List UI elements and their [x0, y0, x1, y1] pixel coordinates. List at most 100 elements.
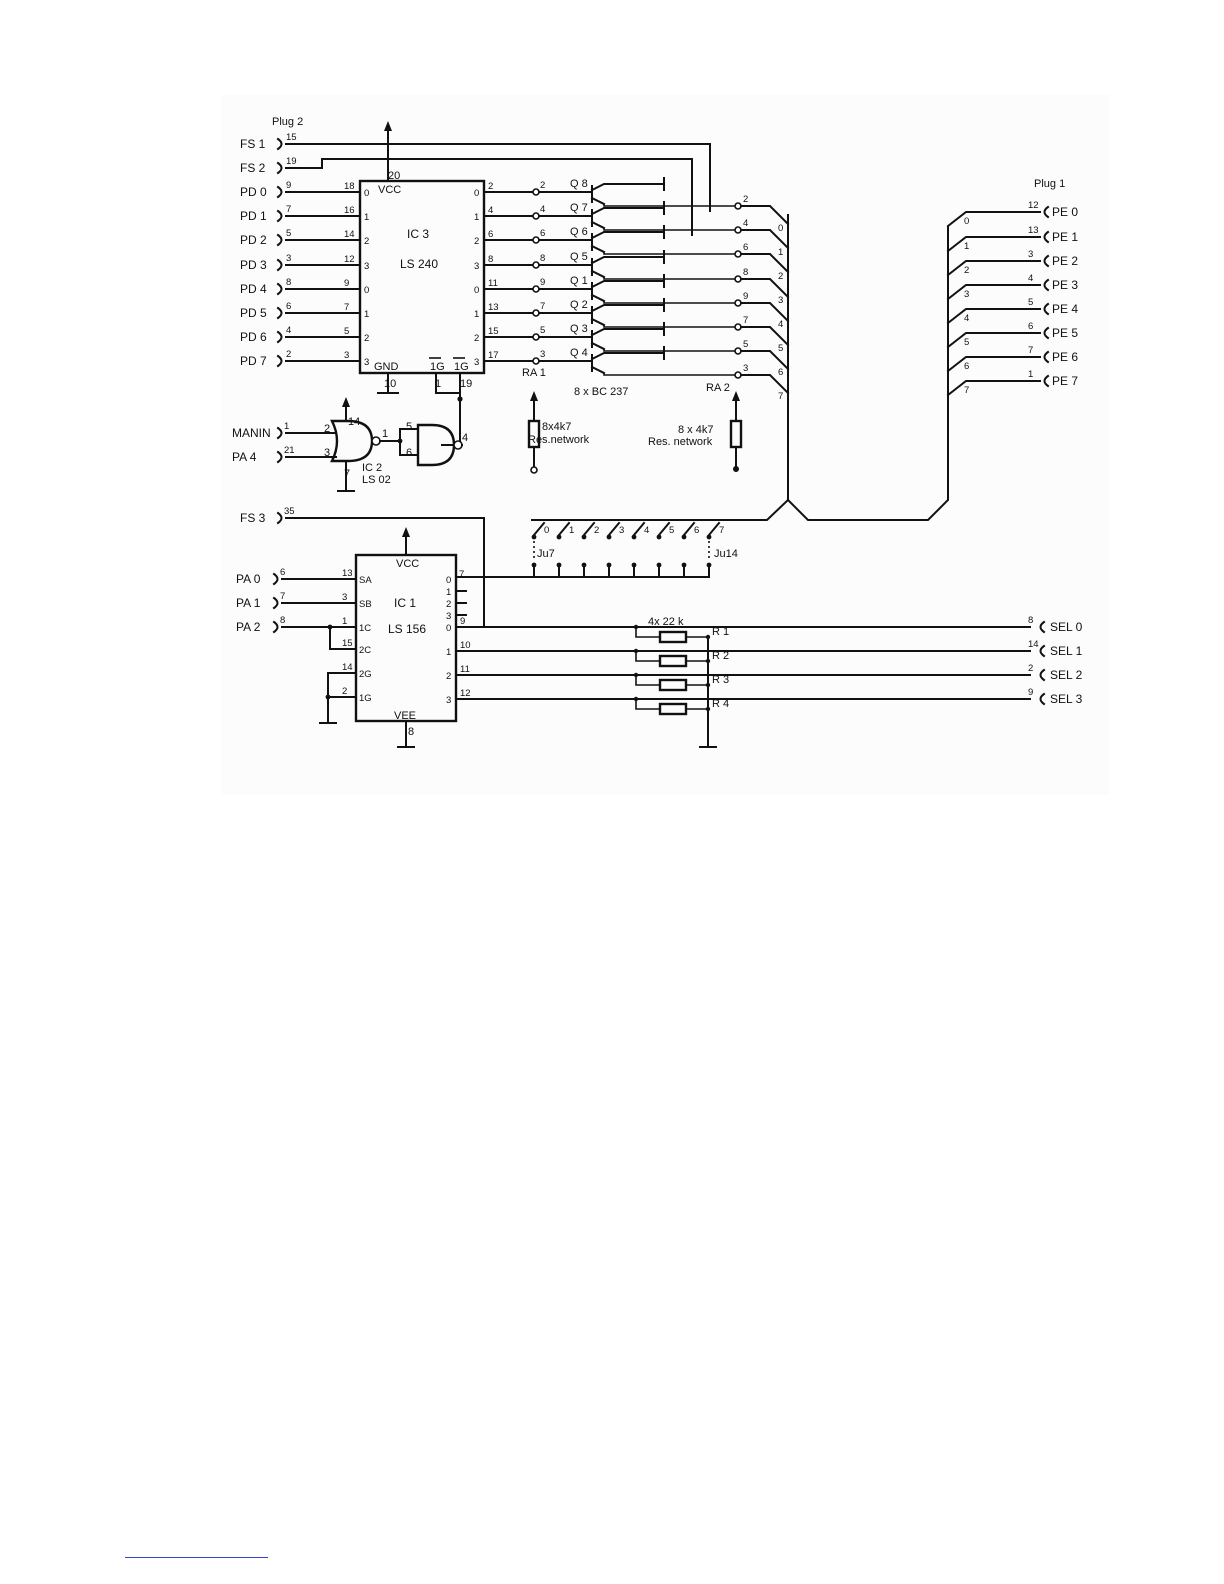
scan-background	[222, 95, 1110, 795]
ic3-input-pin-number: 18	[344, 181, 355, 192]
plug1-pin-number: 6	[1028, 321, 1033, 332]
plug2-extra-pin: 6	[280, 567, 285, 578]
transistor-collector	[590, 231, 665, 240]
ic3-output-label: 0	[474, 285, 479, 296]
ic3-output-label: 3	[474, 357, 479, 368]
ra2-node-number: 4	[743, 218, 748, 229]
transistor-name: Q 8	[570, 178, 588, 190]
jumper-top-pin	[606, 534, 612, 540]
jumper-left-label: Ju7	[537, 548, 555, 560]
ic1-left-label: 1C	[359, 623, 371, 634]
resnet-right-terminal	[733, 466, 739, 472]
emitter-wire	[603, 325, 736, 328]
ra2-label: RA 2	[706, 382, 730, 394]
transistor-name: Q 6	[570, 226, 588, 238]
ic3-vcc-arrow	[384, 121, 392, 131]
ic2-pin-ao: 1	[382, 428, 388, 440]
emitter-wire	[603, 301, 736, 304]
plug2-connector-icon	[272, 620, 279, 634]
plug2-extra-label: PA 4	[232, 450, 257, 464]
ic1-2g-wire	[327, 672, 357, 724]
jumper-top-pin	[556, 534, 562, 540]
ic2-gate-b-bubble	[453, 440, 463, 450]
ic3-output-pin-number: 15	[488, 326, 499, 337]
ic2-link-1	[379, 428, 419, 442]
ic1-right-pin-number: 9	[460, 616, 465, 627]
ic1-gnd-node	[325, 694, 331, 700]
ic2-vcc-arrow	[342, 397, 350, 407]
plug2-connector-icon	[272, 596, 279, 610]
sel-connector-icon	[1039, 644, 1046, 658]
ic3-input-pin-number: 16	[344, 205, 355, 216]
ic1-right-label: 2	[446, 671, 451, 682]
ic3-name: IC 3	[407, 227, 429, 241]
fs2-wire	[285, 158, 693, 236]
plug2-pin-label: PD 5	[240, 306, 267, 320]
plug2-pin-label: FS 2	[240, 161, 266, 175]
resnet-right-arrow	[732, 391, 740, 401]
resistor-lead	[635, 699, 660, 710]
bus-entry-wire	[740, 326, 790, 347]
bus-left-label: 7	[778, 391, 783, 402]
ic3-output-pin-number: 4	[488, 205, 493, 216]
resnet-right-desc: Res. network	[648, 436, 713, 448]
ra2-node-number: 3	[743, 363, 748, 374]
ic2-gates: 14 7 2 3 1 5 6 4 IC 2 LS 02	[324, 397, 468, 492]
jumper-label: 0	[544, 525, 549, 536]
plug1-connector-icon	[1043, 350, 1050, 364]
bus-right-entry	[946, 332, 1041, 349]
plug2-extra-label: PA 2	[236, 620, 261, 634]
transistor-emitter	[590, 269, 606, 279]
ra2-node-number: 9	[743, 291, 748, 302]
ic3-enable-wire	[435, 372, 461, 394]
jumper-label: 2	[594, 525, 599, 536]
transistor-emitter	[590, 317, 606, 327]
plug2-connector-icon	[276, 450, 283, 464]
ra1-node-number: 4	[540, 204, 545, 215]
ic3-output-label: 2	[474, 236, 479, 247]
fs3-wire	[285, 517, 485, 628]
bus-entry-wire	[740, 374, 790, 395]
plug2-pin-number: 5	[286, 228, 291, 239]
ic1-left-label: 1G	[359, 693, 372, 704]
plug2-connector-icon	[276, 354, 283, 368]
ic1-right-pin-number: 11	[460, 664, 470, 675]
resistor-name: R 4	[712, 698, 729, 710]
emitter-wire	[603, 228, 736, 231]
footer-rule	[125, 1557, 268, 1558]
plug1-pin-number: 5	[1028, 297, 1033, 308]
ic1-vee-label: VEE	[394, 710, 416, 722]
ic3-g1-label: 1G	[430, 361, 445, 373]
bus-right-entry	[946, 308, 1041, 325]
transistor-collector	[590, 328, 665, 337]
plug1-pin-number: 1	[1028, 369, 1033, 380]
transistor-emitter	[590, 293, 606, 303]
jumper-bus-tap	[607, 521, 621, 537]
ic3-output-pin-number: 13	[488, 302, 499, 313]
ic1-left-pin-number: 3	[342, 592, 347, 603]
plug2-extra-pin: 1	[284, 421, 289, 432]
transistor-emitter	[590, 196, 606, 206]
jumper-top-pin	[706, 534, 712, 540]
resnet-left-terminal	[530, 466, 538, 474]
plug2-connector-icon	[276, 185, 283, 199]
transistor-emitter	[590, 365, 606, 375]
plug2-pin-number: 19	[286, 156, 297, 167]
sel-pin-label: SEL 3	[1050, 692, 1083, 706]
ic2-vcc-pin: 14	[348, 416, 360, 428]
bus-entry-wire	[740, 302, 790, 323]
ic3-output-pin-number: 6	[488, 229, 493, 240]
bus-right-entry	[946, 260, 1041, 277]
ic1-vcc-arrow	[402, 527, 410, 537]
jumper-bus-tap	[532, 521, 546, 537]
transistor-name: Q 1	[570, 275, 588, 287]
jumper-bus-tap	[707, 521, 721, 537]
ic3-vcc-pin: 20	[388, 170, 400, 182]
plug2-pin-label: PD 2	[240, 233, 267, 247]
ic2-link-2	[399, 440, 419, 456]
jumper-top-pin	[531, 534, 537, 540]
emitter-wire	[603, 204, 736, 207]
bus-entry-wire	[740, 229, 790, 250]
